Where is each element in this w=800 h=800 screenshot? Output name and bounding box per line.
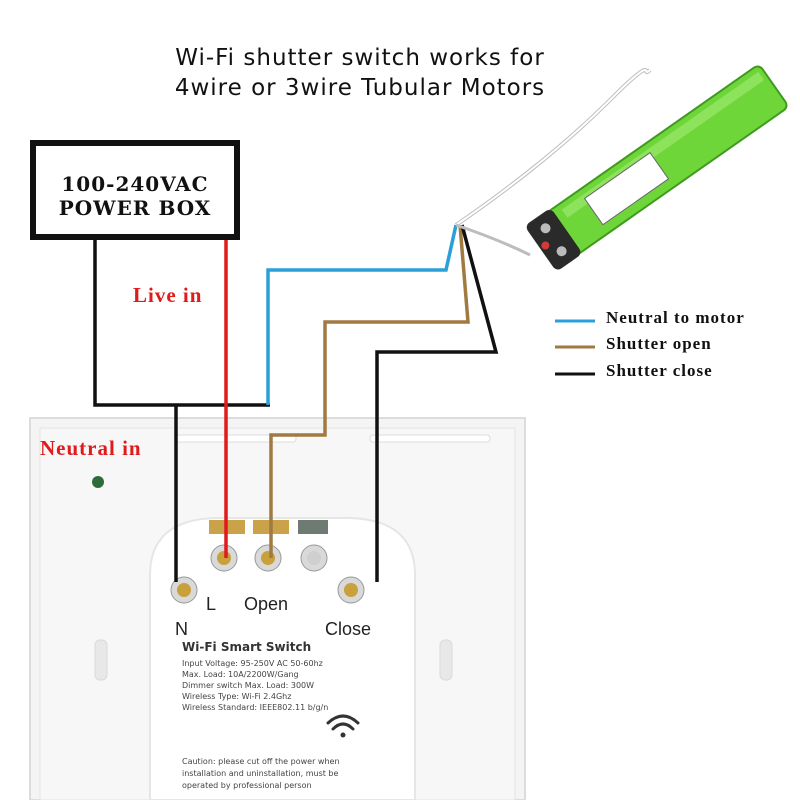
switch-spec-heading: Wi-Fi Smart Switch (182, 640, 312, 654)
spec-wireless-standard: Wireless Standard: IEEE802.11 b/g/n (182, 703, 329, 712)
terminal-n-screw (170, 576, 198, 604)
mount-hole-right (439, 639, 453, 681)
terminal-l-screw (210, 544, 238, 572)
spec-dimmer-load: Dimmer switch Max. Load: 300W (182, 681, 315, 690)
terminal-label-close: Close (325, 619, 372, 639)
terminal-spare-screw (300, 544, 328, 572)
legend-shutter-close: Shutter close (606, 361, 713, 380)
mount-hole-left (94, 639, 108, 681)
legend-shutter-open: Shutter open (606, 334, 712, 353)
caution-line3: operated by professional person (182, 781, 312, 790)
neutral-in-wire (93, 240, 270, 407)
status-led (92, 476, 104, 488)
terminal-label-l: L (206, 594, 217, 614)
terminal-open-screw (254, 544, 282, 572)
caution-text: Caution: please cut off the power when i… (182, 756, 382, 792)
neutral-in-label: Neutral in (40, 436, 142, 460)
diagram-title-line1: Wi-Fi shutter switch works for (175, 45, 545, 71)
live-in-label: Live in (133, 283, 203, 307)
power-box-line2: POWER BOX (58, 196, 212, 220)
legend-neutral-to-motor: Neutral to motor (606, 308, 745, 327)
screw-terminals (170, 544, 365, 604)
neutral-to-motor-wire (266, 224, 458, 405)
spec-max-load: Max. Load: 10A/2200W/Gang (182, 670, 299, 679)
terminal-label-n: N (175, 619, 188, 639)
wires (93, 224, 499, 582)
shutter-close-wire (375, 224, 499, 582)
terminal-close-screw (337, 576, 365, 604)
wifi-icon (326, 714, 360, 738)
power-box: 100-240VAC POWER BOX (30, 140, 240, 240)
terminal-block-back-3 (298, 520, 328, 534)
caution-line2: installation and uninstallation, must be (182, 769, 339, 778)
power-box-line1: 100-240VAC (61, 172, 209, 196)
spec-input-voltage: Input Voltage: 95-250V AC 50-60hz (182, 659, 323, 668)
legend-swatches (555, 319, 595, 376)
terminal-label-open: Open (244, 594, 289, 614)
shutter-open-wire (269, 224, 470, 558)
caution-line1: Caution: please cut off the power when (182, 757, 340, 766)
top-slot-right (369, 434, 491, 443)
spec-wireless-type: Wireless Type: Wi-Fi 2.4Ghz (182, 692, 292, 701)
tubular-motor-icon (454, 65, 788, 270)
switch-spec-label: Wi-Fi Smart Switch Input Voltage: 95-250… (182, 640, 412, 713)
diagram-title-line2: 4wire or 3wire Tubular Motors (174, 75, 546, 101)
